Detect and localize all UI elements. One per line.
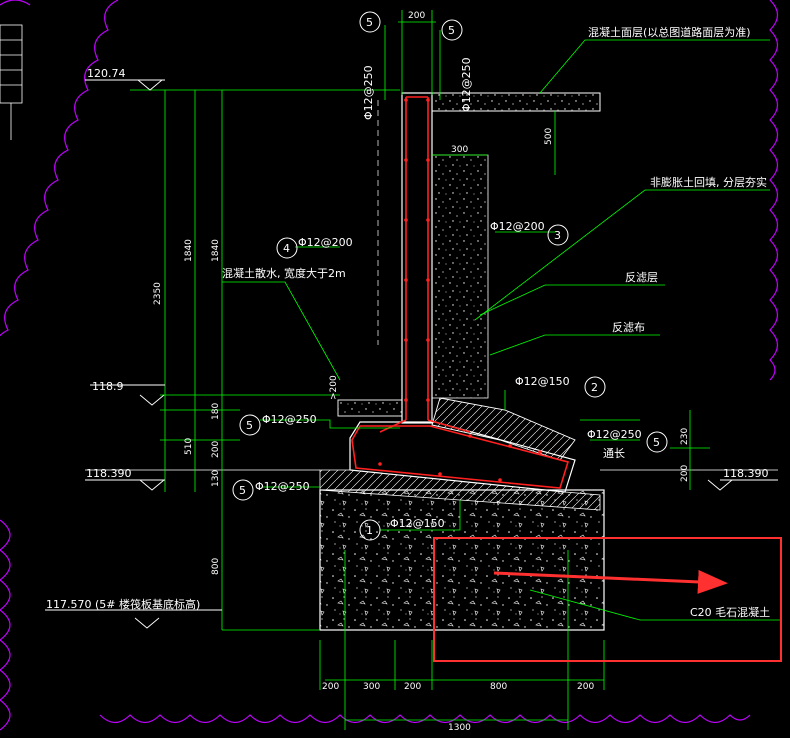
rebar-spec-toe-dist: Φ12@250: [262, 413, 317, 426]
dim-wall-height-b: 1840: [211, 239, 221, 262]
label-backfill: 非膨胀土回填, 分层夯实: [650, 175, 767, 189]
leader-lines: [222, 25, 780, 621]
dim-right-200: 200: [680, 465, 690, 482]
dim-slab-depth: 500: [544, 128, 554, 145]
dim-lower-b1: 180: [211, 403, 221, 420]
bar-mark-4: 4: [283, 242, 290, 255]
bar-mark-5-base: 5: [239, 484, 246, 497]
backfill-zone: [431, 154, 489, 399]
retaining-wall-stem: [401, 92, 433, 424]
label-filter-cloth: 反滤布: [612, 321, 645, 334]
label-apron: 混凝土散水, 宽度大于2m: [222, 266, 346, 280]
rebar-spec-wall-right: Φ12@250: [460, 57, 473, 112]
dim-right-230: 230: [680, 428, 690, 445]
elevation-markers: [45, 79, 778, 629]
dim-base-depth: 800: [211, 558, 221, 575]
dim-wall-height-a: 1840: [184, 239, 194, 262]
label-through-length: 通长: [603, 447, 625, 460]
concrete-surface-slab: [431, 92, 601, 112]
dim-bottom-200c: 200: [577, 682, 594, 692]
wall-structure: [85, 92, 778, 631]
rebar-spec-base-dist: Φ12@250: [255, 480, 310, 493]
dim-bottom-total: 1300: [448, 723, 471, 733]
bar-mark-5-left: 5: [366, 16, 373, 29]
dim-bottom-300: 300: [363, 682, 380, 692]
elevation-ground-left: 118.390: [86, 467, 132, 480]
bar-mark-3: 3: [554, 229, 561, 242]
rebar-spec-wall-left: Φ12@250: [362, 65, 375, 120]
highlight-box: [433, 537, 782, 662]
filter-layer-hatch: [431, 397, 576, 461]
label-rubble-concrete: C20 毛石混凝土: [690, 605, 770, 619]
rebar-spec-base-main: Φ12@150: [390, 517, 445, 530]
dimension-lines: [130, 10, 710, 730]
dim-lower-a: 510: [184, 438, 194, 455]
dim-lower-b3: 130: [211, 470, 221, 487]
dim-bottom-200a: 200: [322, 682, 339, 692]
rebar-spec-wall-front: Φ12@200: [298, 236, 353, 249]
label-filter-layer: 反滤层: [625, 271, 658, 284]
dim-lower-b2: 200: [211, 441, 221, 458]
rebar-spec-heel-top: Φ12@150: [515, 375, 570, 388]
elevation-mid: 118.9: [92, 380, 124, 393]
rebar-layout: [351, 96, 570, 489]
dim-bottom-800: 800: [490, 682, 507, 692]
bar-mark-1: 1: [366, 524, 373, 537]
elevation-ground-right: 118.390: [723, 467, 769, 480]
bar-mark-circles: [232, 11, 668, 541]
dim-bottom-200b: 200: [404, 682, 421, 692]
rebar-spec-heel-dist: Φ12@250: [587, 428, 642, 441]
elevation-top: 120.74: [87, 67, 126, 80]
bar-mark-5-heel: 5: [653, 436, 660, 449]
apron-slab: [337, 399, 403, 417]
bar-mark-2: 2: [591, 381, 598, 394]
highlight-arrow: [493, 569, 728, 594]
dim-apron-thk: >200: [329, 375, 339, 400]
bar-mark-5-right: 5: [448, 24, 455, 37]
bar-mark-5-toe: 5: [246, 419, 253, 432]
label-concrete-surface: 混凝土面层(以总图道路面层为准): [588, 25, 751, 39]
elevation-base: 117.570 (5# 楼筏板基底标高): [46, 597, 200, 611]
edge-detail: [0, 24, 23, 140]
dim-step-width: 300: [451, 145, 468, 155]
rubble-concrete-base: [319, 489, 605, 631]
rebar-spec-wall-back: Φ12@200: [490, 220, 545, 233]
revision-cloud: [0, 0, 779, 731]
dim-overall-height: 2350: [153, 282, 163, 305]
dim-wall-top-width: 200: [408, 11, 425, 21]
